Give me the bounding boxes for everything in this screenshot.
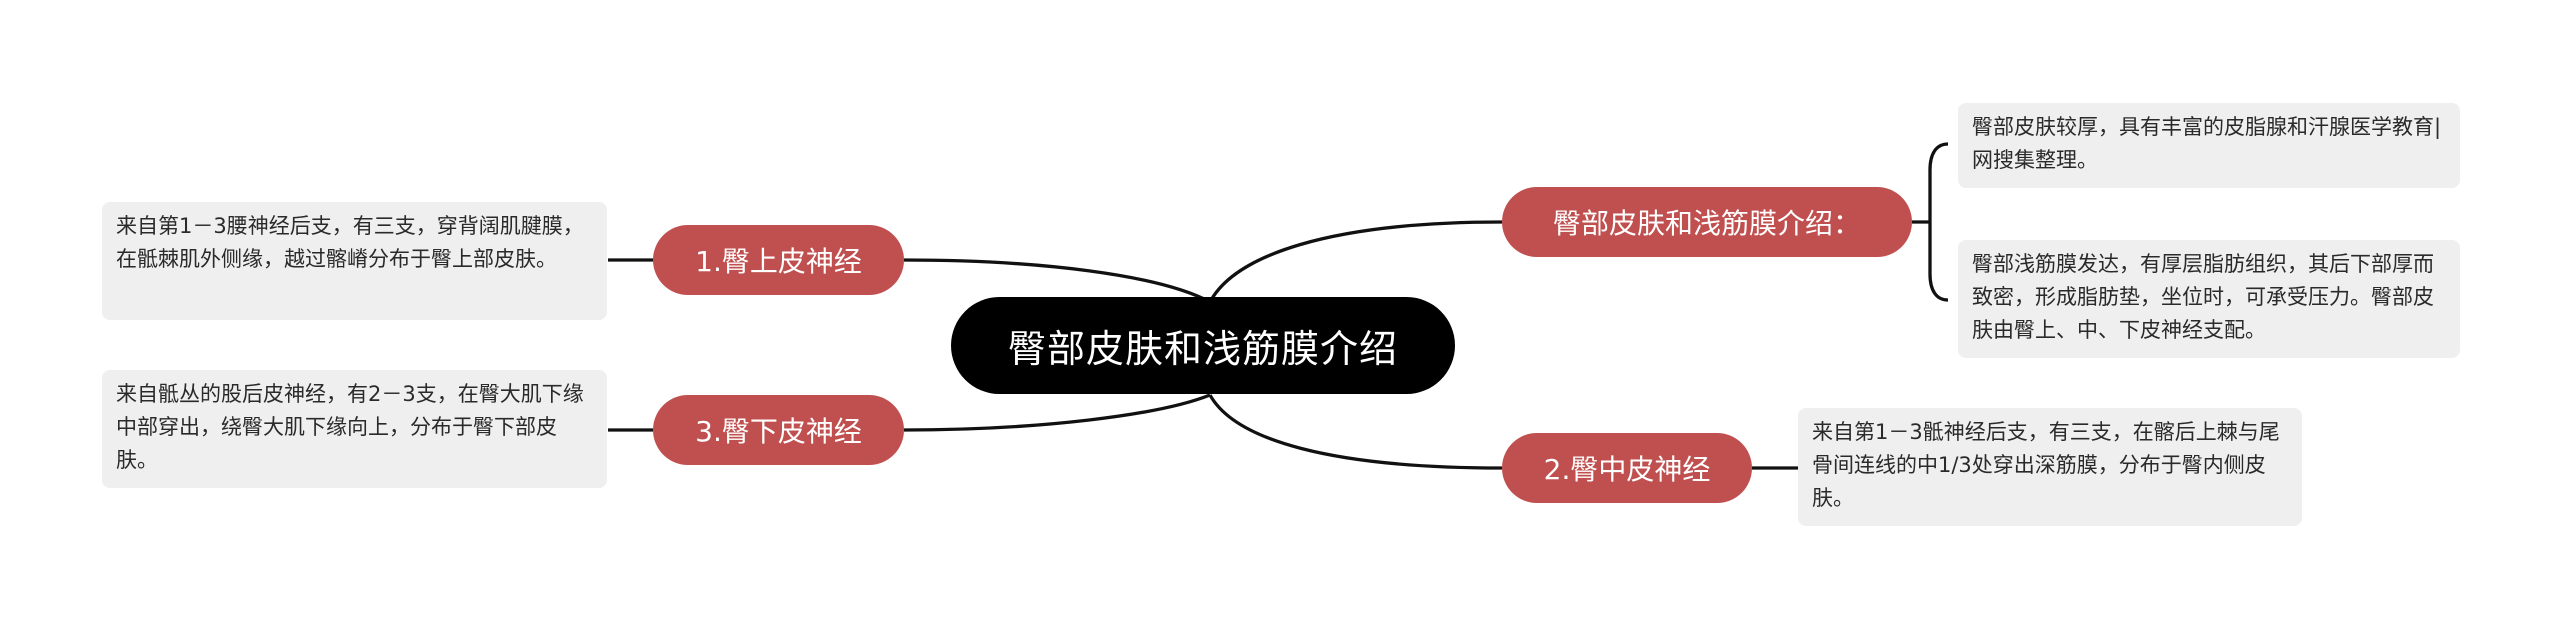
branch-middle-cluneal-nerve[interactable]: 2.臀中皮神经 [1502, 433, 1752, 503]
edge-center-to-branch-skin [1208, 220, 1503, 303]
edge-skin-to-notes [1912, 142, 1949, 302]
note-skin-thickness: 臀部皮肤较厚，具有丰富的皮脂腺和汗腺医学教育|网搜集整理。 [1958, 103, 2460, 188]
central-topic[interactable]: 臀部皮肤和浅筋膜介绍 [951, 297, 1455, 394]
note-middle-cluneal: 来自第1－3骶神经后支，有三支，在髂后上棘与尾骨间连线的中1/3处穿出深筋膜，分… [1798, 408, 2302, 526]
branch-skin-fascia[interactable]: 臀部皮肤和浅筋膜介绍： [1502, 187, 1912, 257]
note-superficial-fascia: 臀部浅筋膜发达，有厚层脂肪组织，其后下部厚而致密，形成脂肪垫，坐位时，可承受压力… [1958, 240, 2460, 358]
branch-upper-cluneal-nerve[interactable]: 1.臀上皮神经 [653, 225, 904, 295]
note-upper-cluneal: 来自第1－3腰神经后支，有三支，穿背阔肌腱膜，在骶棘肌外侧缘，越过髂嵴分布于臀上… [102, 202, 607, 320]
branch-lower-cluneal-nerve[interactable]: 3.臀下皮神经 [653, 395, 904, 465]
edge-center-to-branch-lower [903, 393, 1211, 432]
note-lower-cluneal: 来自骶丛的股后皮神经，有2－3支，在臀大肌下缘中部穿出，绕臀大肌下缘向上，分布于… [102, 370, 607, 488]
edge-center-to-branch-middle [1208, 394, 1503, 470]
edge-center-to-branch-upper [903, 258, 1211, 304]
